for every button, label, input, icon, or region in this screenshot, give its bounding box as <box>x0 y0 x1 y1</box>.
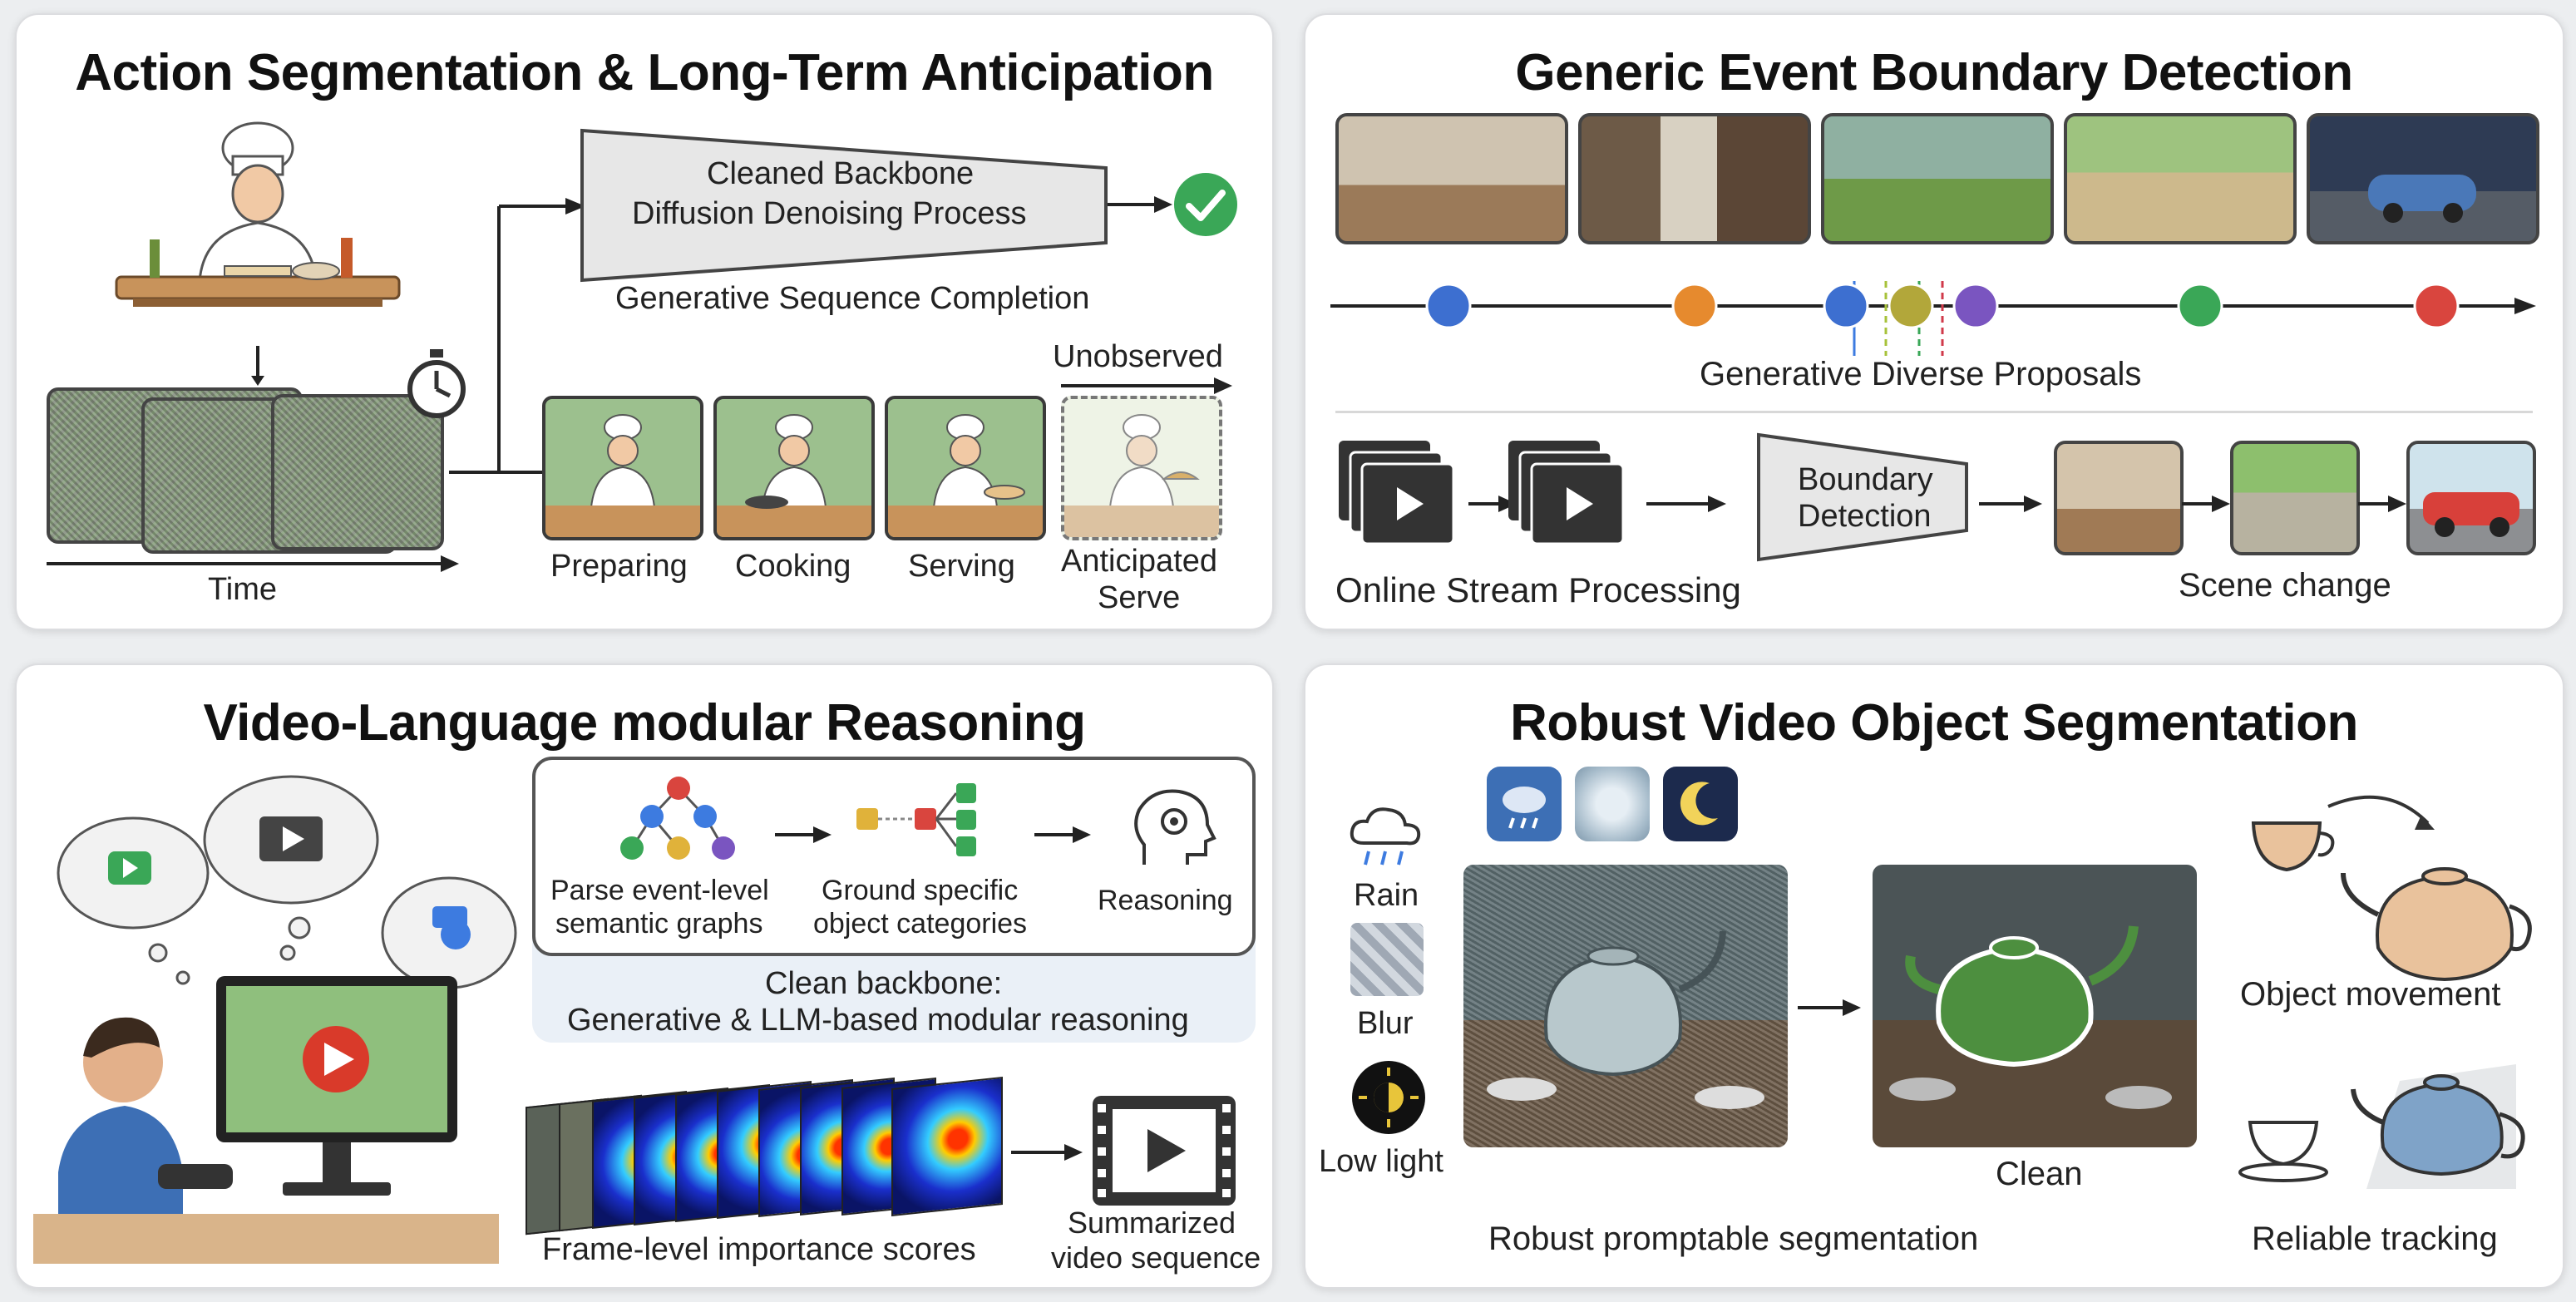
boundary-trapezoid <box>1757 432 1968 562</box>
video-stack-icon-1 <box>1339 441 1455 545</box>
rain-tile-icon <box>1487 767 1562 841</box>
panel-title: Action Segmentation & Long-Term Anticipa… <box>75 44 1214 101</box>
condition-label-low-light: Low light <box>1319 1144 1443 1179</box>
step-label-cooking: Cooking <box>735 549 851 584</box>
completion-label: Generative Sequence Completion <box>615 281 1090 316</box>
scene-thumb-bedroom <box>1335 113 1568 244</box>
right-arrow <box>1011 1144 1083 1161</box>
anticipated-label-2: Serve <box>1098 580 1181 615</box>
noisy-frame-3 <box>271 394 444 550</box>
proposals-label: Generative Diverse Proposals <box>1700 356 2142 392</box>
graph-icon <box>620 777 735 860</box>
right-arrow <box>1979 496 2042 512</box>
right-arrow <box>1468 496 1517 512</box>
teapot-movement-illustration <box>2251 795 2532 982</box>
blur-swatch-icon <box>1350 923 1424 996</box>
panel-title: Robust Video Object Segmentation <box>1510 694 2358 752</box>
thought-bubbles <box>57 775 517 989</box>
rain-cloud-icon <box>1350 807 1421 866</box>
right-arrow <box>1034 826 1091 843</box>
category-tree-icon <box>856 783 976 856</box>
teapot-tracking-illustration <box>2238 1064 2525 1189</box>
scene-thumb-red-car <box>2406 441 2536 555</box>
step-frame-serving <box>885 396 1046 540</box>
step-label-serving: Serving <box>908 549 1015 584</box>
backbone-trapezoid <box>580 128 1108 283</box>
down-arrow <box>251 346 264 386</box>
unobserved-label: Unobserved <box>1053 339 1223 374</box>
parse-label-1: Parse event-level <box>550 875 769 906</box>
panel-title: Generic Event Boundary Detection <box>1515 44 2353 101</box>
brightness-icon <box>1352 1061 1425 1134</box>
scene-thumb-room <box>2054 441 2184 555</box>
tracking-label: Reliable tracking <box>2252 1221 2498 1257</box>
scene-thumb-garden-path <box>2230 441 2360 555</box>
panel-title: Video-Language modular Reasoning <box>203 694 1086 752</box>
backbone-label-1: Cleaned Backbone <box>707 156 975 191</box>
video-clip-icon <box>1093 1096 1236 1206</box>
ground-label-2: object categories <box>813 908 1028 940</box>
clean-label: Clean <box>1996 1156 2083 1192</box>
time-label: Time <box>208 572 278 607</box>
step-frame-anticipated <box>1061 396 1222 540</box>
ground-label-1: Ground specific <box>822 875 1019 906</box>
panel-robust-vos: Robust Video Object Segmentation Rain Bl… <box>1304 663 2564 1289</box>
step-label-preparing: Preparing <box>550 549 688 584</box>
noisy-teapot-frame <box>1463 865 1788 1147</box>
panel-video-language: Video-Language modular Reasoning <box>15 663 1274 1289</box>
scene-thumb-garden <box>1821 113 2054 244</box>
timeline <box>1330 281 2536 356</box>
reasoning-label: Reasoning <box>1098 885 1233 916</box>
right-arrow <box>1798 999 1861 1016</box>
frame-scores-label: Frame-level importance scores <box>542 1232 976 1267</box>
robust-label: Robust promptable segmentation <box>1488 1221 1979 1257</box>
boundary-label-2: Detection <box>1798 499 1932 534</box>
scene-thumb-path <box>2064 113 2297 244</box>
scene-change-label: Scene change <box>2179 567 2391 604</box>
stopwatch-icon <box>407 349 466 418</box>
scene-thumb-room-dog <box>1578 113 1811 244</box>
right-arrow <box>2358 496 2406 512</box>
condition-label-rain: Rain <box>1354 878 1419 913</box>
movement-label: Object movement <box>2240 976 2501 1013</box>
parse-label-2: semantic graphs <box>555 908 763 940</box>
blur-tile-icon <box>1575 767 1650 841</box>
online-label: Online Stream Processing <box>1335 570 1741 609</box>
right-arrow <box>1108 196 1172 213</box>
right-arrow <box>1646 496 1726 512</box>
panel-event-boundary: Generic Event Boundary Detection Generat… <box>1304 13 2564 630</box>
anticipated-label-1: Anticipated <box>1061 544 1218 579</box>
divider <box>1335 411 2533 413</box>
night-tile-icon <box>1663 767 1738 841</box>
summarized-label-1: Summarized <box>1068 1206 1236 1240</box>
importance-frames <box>526 1076 1041 1239</box>
boundary-label-1: Boundary <box>1798 462 1933 497</box>
condition-label-blur: Blur <box>1357 1006 1414 1041</box>
summarized-label-2: video sequence <box>1051 1240 1261 1275</box>
backbone-label-2: Diffusion Denoising Process <box>632 196 1027 231</box>
check-circle-icon <box>1174 173 1237 236</box>
clean-backbone-label-1: Clean backbone: <box>765 966 1003 1001</box>
person-watching-video <box>33 976 499 1264</box>
reasoning-pipeline <box>532 757 1256 956</box>
unobserved-arrow <box>1061 377 1232 394</box>
step-frame-cooking <box>713 396 875 540</box>
video-stack-icon-2 <box>1508 441 1625 545</box>
panel-action-segmentation: Action Segmentation & Long-Term Anticipa… <box>15 13 1274 630</box>
right-arrow <box>775 826 832 843</box>
time-arrow <box>47 555 459 572</box>
step-frame-preparing <box>542 396 703 540</box>
head-gear-icon <box>1134 789 1216 865</box>
chef-cooking-illustration <box>115 121 401 307</box>
segmented-teapot-frame <box>1873 865 2197 1147</box>
scene-thumb-car <box>2307 113 2539 244</box>
right-arrow <box>2182 496 2230 512</box>
clean-backbone-label-2: Generative & LLM-based modular reasoning <box>567 1003 1189 1038</box>
